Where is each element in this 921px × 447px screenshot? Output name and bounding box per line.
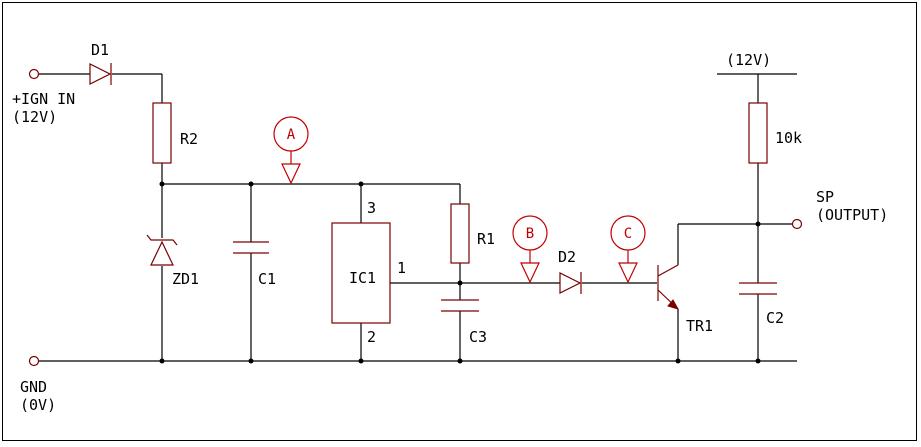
probe-b: B xyxy=(512,215,548,284)
label-d1: D1 xyxy=(91,41,109,59)
label-10k: 10k xyxy=(775,129,802,147)
label-pin1: 1 xyxy=(397,259,406,277)
zener-zd1 xyxy=(146,234,178,266)
label-c2: C2 xyxy=(766,309,784,327)
label-ic1: IC1 xyxy=(349,269,376,287)
label-sp: SP xyxy=(816,188,834,206)
label-d2: D2 xyxy=(558,248,576,266)
probe-c: C xyxy=(610,215,646,284)
ign-input-terminal xyxy=(28,68,40,80)
transistor-tr1 xyxy=(657,264,680,310)
sp-output-terminal xyxy=(791,218,803,230)
ic1-body xyxy=(331,222,391,324)
label-gnd-voltage: (0V) xyxy=(20,396,56,414)
diode-d1 xyxy=(89,63,112,85)
probe-a: A xyxy=(273,116,309,185)
label-zd1: ZD1 xyxy=(172,270,199,288)
resistor-r1 xyxy=(450,203,470,264)
label-tr1: TR1 xyxy=(686,317,713,335)
gnd-terminal xyxy=(28,355,40,367)
label-r2: R2 xyxy=(180,130,198,148)
diagram-border xyxy=(2,2,917,441)
label-gnd: GND xyxy=(20,378,47,396)
label-sp-output: (OUTPUT) xyxy=(816,206,888,224)
label-ign-in: +IGN IN xyxy=(12,90,75,108)
wires xyxy=(38,73,797,362)
label-pin2: 2 xyxy=(367,328,376,346)
label-pin3: 3 xyxy=(367,199,376,217)
diode-d2 xyxy=(559,272,582,294)
label-r1: R1 xyxy=(477,230,495,248)
capacitor-c2 xyxy=(739,282,777,295)
label-ign-voltage: (12V) xyxy=(12,108,57,126)
capacitor-c3 xyxy=(441,299,479,312)
label-c1: C1 xyxy=(258,270,276,288)
resistor-r2 xyxy=(152,102,172,164)
junctions xyxy=(159,181,761,364)
label-c3: C3 xyxy=(469,328,487,346)
capacitor-c1 xyxy=(233,241,269,254)
resistor-10k xyxy=(748,102,768,164)
probe-b-label: B xyxy=(526,226,534,242)
probe-a-label: A xyxy=(287,127,296,143)
probe-c-label: C xyxy=(624,226,632,242)
label-vcc: (12V) xyxy=(726,51,771,69)
